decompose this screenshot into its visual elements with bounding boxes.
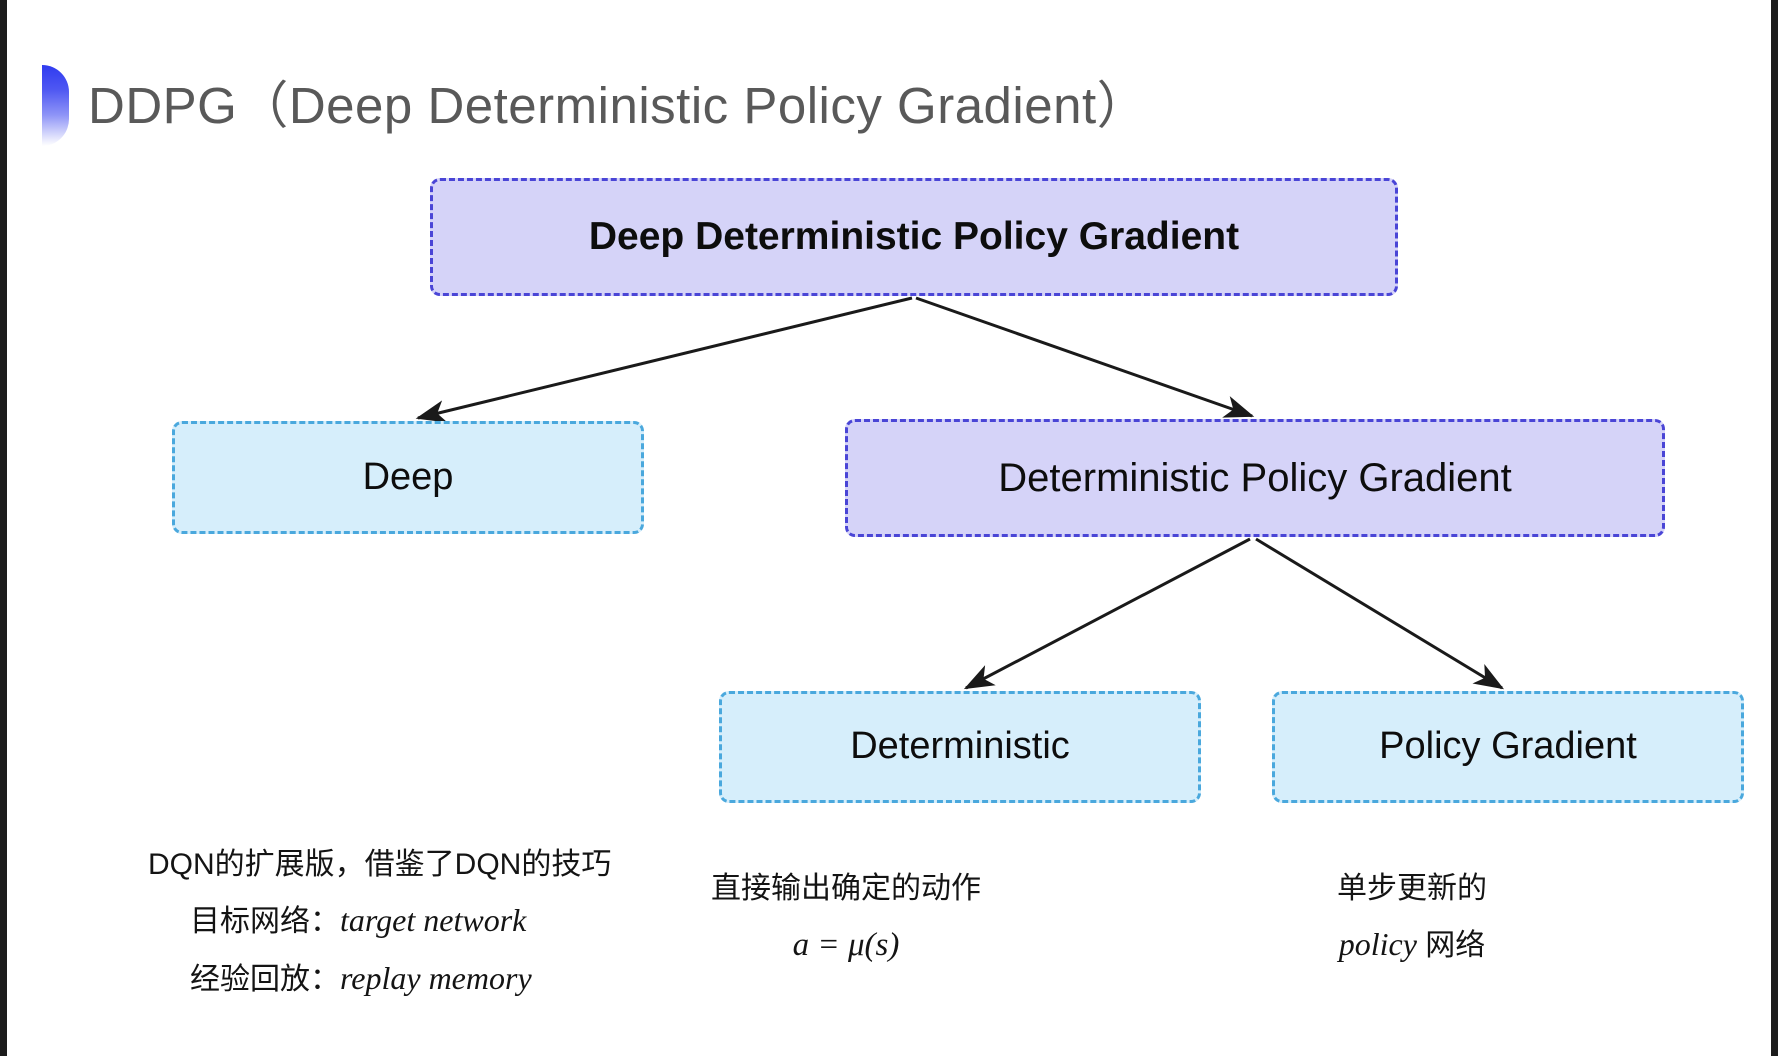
edge-dpg-to-policy-gradient bbox=[1255, 537, 1505, 690]
diagram-node-root[interactable]: Deep Deterministic Policy Gradient bbox=[430, 178, 1398, 296]
annotation-deterministic-line-1: 直接输出确定的动作 bbox=[711, 872, 981, 905]
annotation-deep: DQN的扩展版，借鉴了DQN的技巧 目标网络：target network 经验… bbox=[148, 838, 611, 1007]
slide-title-row: DDPG（Deep Deterministic Policy Gradient） bbox=[42, 62, 1148, 148]
annotation-deterministic-formula: a = μ(s) bbox=[792, 927, 900, 963]
diagram-node-deterministic-policy-gradient[interactable]: Deterministic Policy Gradient bbox=[845, 419, 1665, 537]
diagram-node-deep[interactable]: Deep bbox=[172, 421, 644, 534]
edge-dpg-to-deterministic bbox=[963, 537, 1251, 690]
title-bullet-icon bbox=[42, 64, 69, 146]
annotation-deep-line-3-label: 经验回放： bbox=[190, 962, 340, 996]
annotation-policy-gradient-line-2-value: policy bbox=[1338, 926, 1417, 962]
slide-right-edge bbox=[1771, 0, 1778, 1056]
annotation-policy-gradient: 单步更新的 policy 网络 bbox=[1337, 862, 1487, 974]
annotation-policy-gradient-line-1: 单步更新的 bbox=[1337, 872, 1487, 905]
annotation-deep-line-2: 目标网络：target network bbox=[148, 892, 611, 950]
annotation-policy-gradient-line-2-suffix: 网络 bbox=[1416, 929, 1486, 962]
annotation-deep-line-3: 经验回放：replay memory bbox=[148, 950, 611, 1008]
edge-root-to-dpg bbox=[915, 296, 1255, 418]
diagram-node-policy-gradient[interactable]: Policy Gradient bbox=[1272, 691, 1744, 803]
page-title: DDPG（Deep Deterministic Policy Gradient） bbox=[88, 76, 1149, 134]
annotation-deterministic: 直接输出确定的动作 a = μ(s) bbox=[711, 862, 981, 975]
annotation-deep-line-2-value: target network bbox=[340, 902, 527, 938]
slide-left-edge bbox=[0, 0, 7, 1056]
annotation-deep-line-2-label: 目标网络： bbox=[190, 905, 340, 938]
annotation-deep-line-1: DQN的扩展版，借鉴了DQN的技巧 bbox=[148, 848, 612, 881]
edge-root-to-deep bbox=[415, 296, 913, 423]
annotation-policy-gradient-line-2: policy 网络 bbox=[1337, 916, 1487, 974]
diagram-node-deterministic[interactable]: Deterministic bbox=[719, 691, 1201, 803]
annotation-deep-line-3-value: replay memory bbox=[340, 959, 532, 996]
